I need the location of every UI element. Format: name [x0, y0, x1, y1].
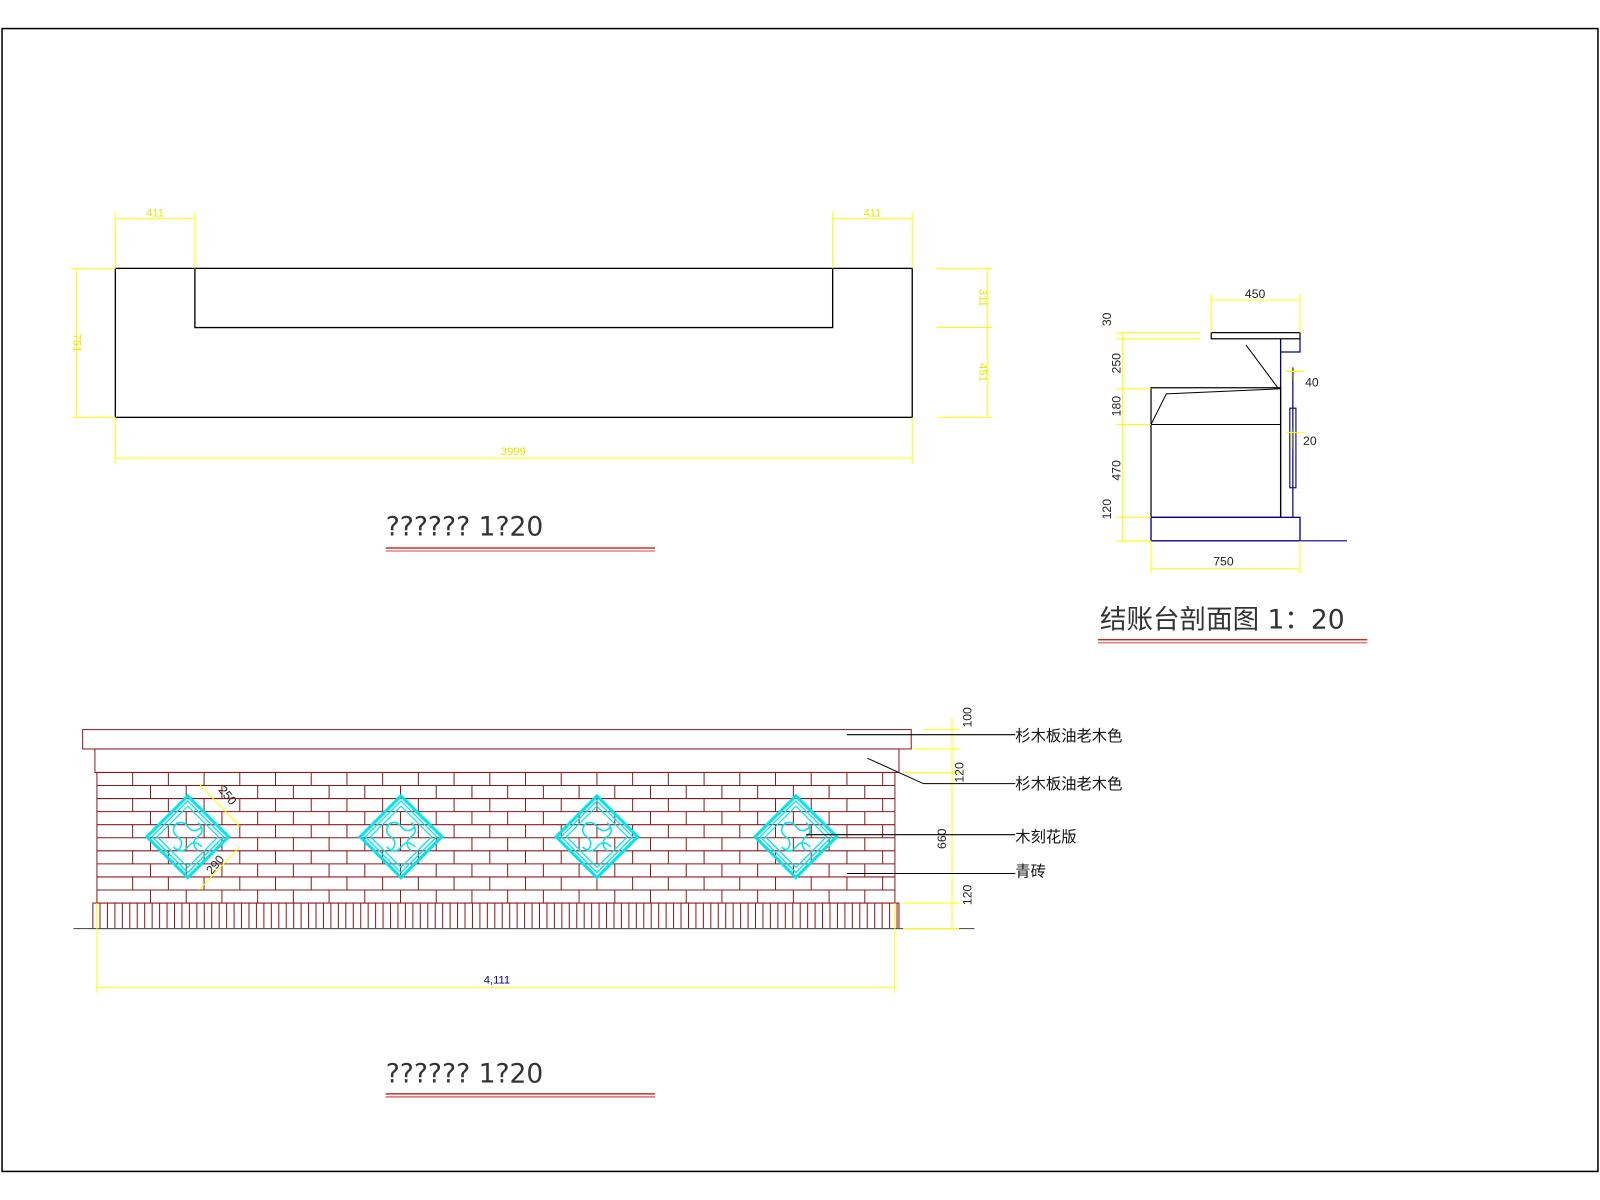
plan-title: ?????? 1?20 [386, 512, 544, 543]
brick-wall [96, 771, 896, 904]
section-view: 450 750 30 250 180 470 120 40 20 结账台剖面图 … [1097, 287, 1368, 644]
counter-body [1150, 387, 1282, 518]
carved-pattern [581, 821, 612, 852]
fascia-board [94, 748, 900, 773]
carved-panel-diamond [156, 805, 220, 869]
plan-view: 411 411 751 311 451 3999 ?????? 1?20 [70, 207, 992, 552]
counter-base [1150, 516, 1301, 542]
dim-30: 30 [1100, 312, 1114, 326]
counter-inner-recess [194, 268, 834, 329]
carved-pattern [172, 821, 203, 852]
carved-panels [144, 793, 839, 880]
counter-top-plate [1210, 332, 1301, 340]
dim-40: 40 [1305, 376, 1319, 390]
carved-pattern [780, 821, 811, 852]
elevation-title: ?????? 1?20 [386, 1059, 544, 1090]
top-cap-board [82, 729, 912, 750]
counter-outline [114, 267, 913, 419]
dim-470: 470 [1109, 460, 1123, 481]
dim-180: 180 [1109, 396, 1123, 417]
sheet-border [1, 27, 1599, 1173]
carved-pattern [385, 821, 417, 852]
elevation-view: 100 120 660 120 250 290 4,111 杉木板油老木色 杉木… [73, 707, 1122, 1098]
carved-panel-diamond [151, 800, 225, 874]
dim-top-left: 411 [146, 207, 164, 219]
dim-bottom: 3999 [501, 446, 526, 458]
dim-250-diag: 250 [216, 783, 240, 808]
dim-120-top: 120 [952, 762, 966, 783]
carved-panel-diamond [764, 805, 828, 869]
note-brick: 青砖 [1015, 863, 1046, 881]
plinth-base [92, 902, 900, 930]
dim-250: 250 [1109, 353, 1123, 374]
dim-100: 100 [960, 707, 974, 728]
dim-right-lower: 451 [977, 363, 989, 382]
carved-panel-diamond [560, 800, 634, 874]
plan-dimension-lines [71, 212, 992, 464]
dim-20: 20 [1303, 434, 1317, 448]
carved-panel-diamond [144, 793, 231, 880]
dim-top-right: 411 [864, 207, 882, 219]
dim-750: 750 [1213, 554, 1234, 568]
section-title: 结账台剖面图 1：20 [1100, 605, 1345, 636]
note-carved-panel: 木刻花版 [1015, 828, 1076, 846]
dim-660: 660 [935, 828, 949, 849]
carved-panel-diamond [369, 805, 433, 869]
dim-left: 751 [70, 333, 82, 352]
carved-panel-diamond [553, 793, 640, 880]
carved-panel-diamond [364, 800, 438, 874]
carved-panel-diamond [358, 793, 445, 880]
note-top-cap: 杉木板油老木色 [1015, 727, 1122, 745]
dim-120-bottom: 120 [960, 885, 974, 906]
dim-120: 120 [1100, 499, 1114, 520]
dim-290-diag: 290 [203, 852, 227, 877]
carved-panel-diamond [752, 793, 839, 880]
note-fascia: 杉木板油老木色 [1015, 775, 1122, 793]
dim-total: 4,111 [484, 975, 510, 987]
dim-450: 450 [1245, 287, 1266, 301]
dim-right-upper: 311 [977, 289, 989, 307]
carved-panel-diamond [759, 800, 833, 874]
carved-panel-diamond [565, 805, 629, 869]
